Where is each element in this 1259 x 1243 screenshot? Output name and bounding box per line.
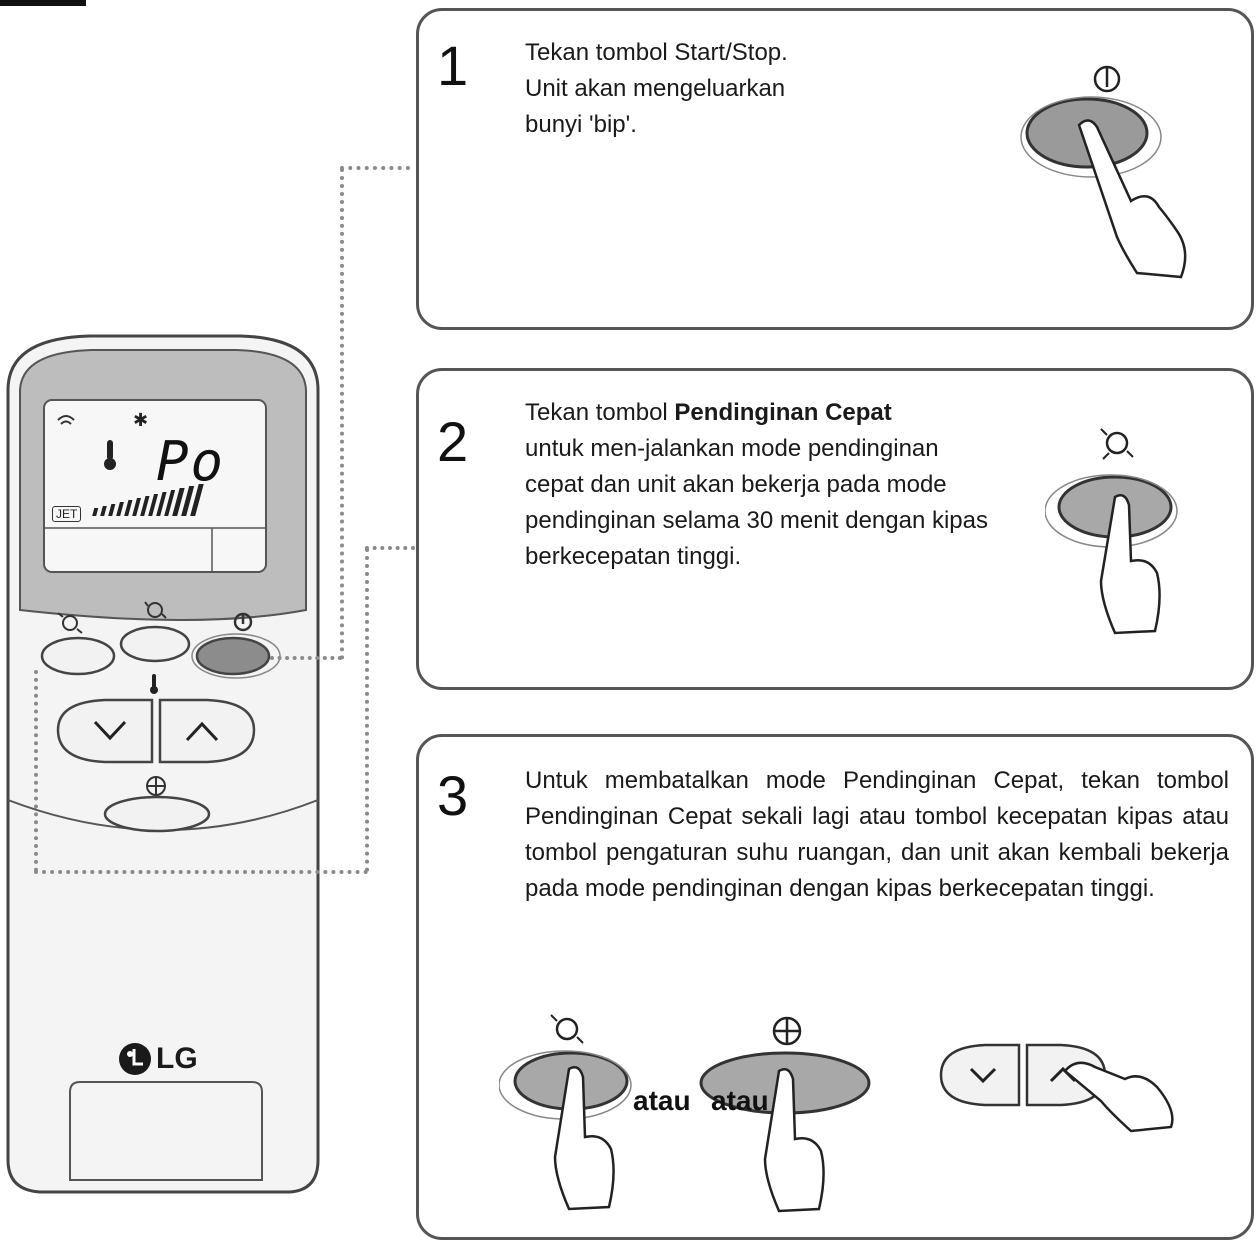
step-3-number: 3 xyxy=(437,764,469,827)
leader-line-1-vertical xyxy=(340,168,344,660)
step-1-text: Tekan tombol Start/Stop. Unit akan menge… xyxy=(525,35,855,143)
leader-line-2-left xyxy=(34,670,38,872)
step-1-panel: 1 Tekan tombol Start/Stop. Unit akan men… xyxy=(416,8,1254,330)
or-label-1: atau xyxy=(633,1085,691,1116)
svg-text:✱: ✱ xyxy=(133,410,148,431)
leader-line-2-top xyxy=(365,546,415,550)
jet-cool-press-illustration xyxy=(1045,428,1178,635)
corner-tab xyxy=(0,0,86,6)
step-3-panel: 3 Untuk membatalkan mode Pendinginan Cep… xyxy=(416,734,1254,1240)
leader-line-2-bottom xyxy=(34,870,368,874)
temp-down-button-icon xyxy=(939,1043,1021,1107)
temperature-rocker-illustration xyxy=(939,1043,1174,1133)
step-2-rest: untuk men-jalankan mode pendinginan cepa… xyxy=(525,435,988,570)
jet-cool-icon xyxy=(555,1017,579,1041)
leader-line-1-bottom xyxy=(270,656,342,660)
chevron-down-icon xyxy=(969,1067,997,1084)
jet-cool-cancel-illustration xyxy=(499,1014,632,1211)
jet-badge: JET xyxy=(52,506,82,522)
brand-logo-text: LG xyxy=(156,1042,198,1075)
leader-line-1-top xyxy=(340,166,410,170)
lcd-code: Po xyxy=(156,430,226,493)
hand-icon xyxy=(553,1066,615,1211)
step-3-text: Untuk membatalkan mode Pendinginan Cepat… xyxy=(525,767,1229,902)
step-2-number: 2 xyxy=(437,410,469,473)
step-2-bold: Pendinginan Cepat xyxy=(674,399,892,426)
step-1-line-3: bunyi 'bip'. xyxy=(525,111,637,138)
step-2-text: Tekan tombol Pendinginan Cepat untuk men… xyxy=(525,395,995,575)
remote-illustration: ✱ xyxy=(6,334,320,1194)
step-2-prefix: Tekan tombol xyxy=(525,399,675,426)
or-label-2: atau xyxy=(711,1085,769,1116)
leader-line-2-vertical xyxy=(365,548,369,872)
step-1-number: 1 xyxy=(437,34,469,97)
hand-icon xyxy=(763,1068,825,1213)
remote-control: ✱ xyxy=(0,330,330,1230)
start-stop-press-illustration xyxy=(1020,65,1187,279)
hand-icon xyxy=(1077,119,1187,279)
step-1-line-1: Tekan tombol Start/Stop. xyxy=(525,39,788,66)
hand-icon xyxy=(1099,494,1161,635)
step-1-line-2: Unit akan mengeluarkan xyxy=(525,75,786,102)
step-2-panel: 2 Tekan tombol Pendinginan Cepat untuk m… xyxy=(416,368,1254,690)
fan-speed-illustration xyxy=(699,1016,871,1213)
hand-icon xyxy=(1063,1061,1174,1133)
jet-cool-icon xyxy=(1105,431,1129,455)
